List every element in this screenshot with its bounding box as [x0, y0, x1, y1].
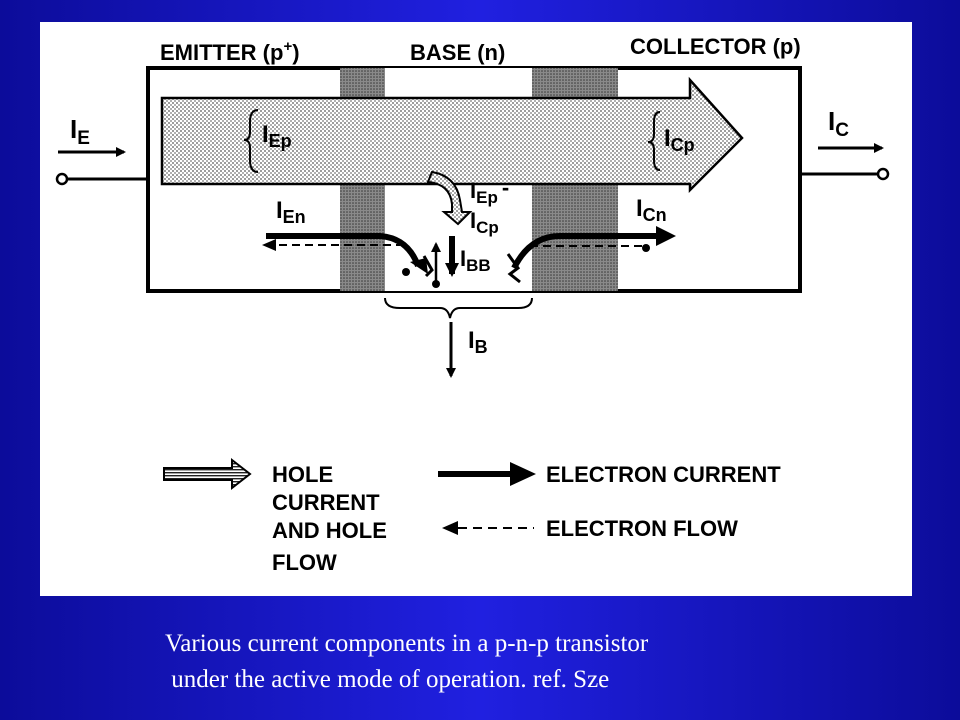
iep-label: IEp: [262, 121, 292, 151]
caption: Various current components in a p-n-p tr…: [165, 626, 648, 698]
diagram-panel: EMITTER (p+) BASE (n) COLLECTOR (p) IE I…: [40, 22, 912, 596]
legend-hole-arrow: [163, 457, 252, 491]
legend-hole-line2: CURRENT: [272, 490, 380, 515]
legend-hole-line4: FLOW: [272, 550, 337, 575]
icn-label: ICn: [636, 195, 667, 225]
recombination-branch: [426, 170, 473, 226]
transistor-diagram: EMITTER (p+) BASE (n) COLLECTOR (p) IE I…: [55, 34, 890, 575]
recombination-top-label: IEp-: [470, 175, 509, 207]
caption-line1: Various current components in a p-n-p tr…: [165, 630, 649, 657]
ibb-label: IBB: [460, 246, 491, 275]
ib-label: IB: [468, 327, 488, 357]
legend-electron-flow: ELECTRON FLOW: [546, 516, 738, 541]
collector-label: COLLECTOR (p): [630, 34, 801, 59]
base-label: BASE (n): [410, 40, 505, 65]
ic-label: IC: [828, 106, 849, 141]
caption-line2: under the active mode of operation. ref.…: [165, 666, 610, 693]
ie-label: IE: [70, 114, 90, 149]
emitter-label: EMITTER (p+): [160, 38, 300, 65]
legend-electron-current: ELECTRON CURRENT: [546, 462, 781, 487]
legend-hole-line1: HOLE: [272, 462, 333, 487]
recombination-bottom-label: ICp: [470, 208, 499, 237]
ien-label: IEn: [276, 197, 306, 227]
icp-label: ICp: [664, 125, 695, 155]
legend-hole-line3: AND HOLE: [272, 518, 387, 543]
hole-current-arrow: [160, 76, 744, 194]
